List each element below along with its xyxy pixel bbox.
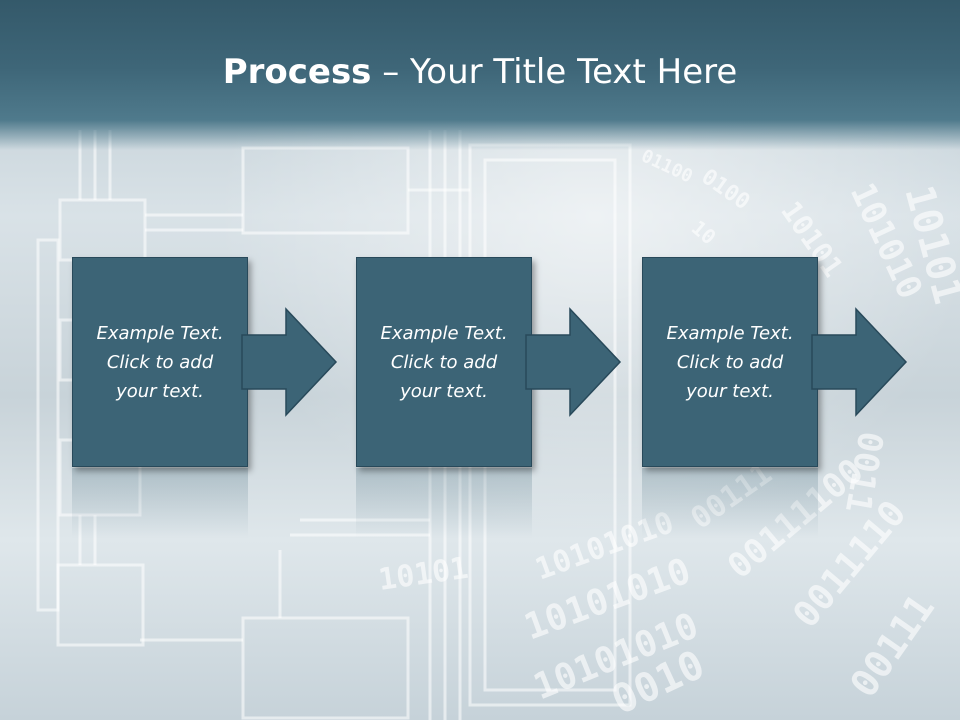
slide-title[interactable]: Process – Your Title Text Here xyxy=(0,52,960,92)
step-2-reflection xyxy=(356,468,532,538)
svg-text:00111: 00111 xyxy=(841,586,943,705)
step-3-reflection xyxy=(642,468,818,538)
svg-text:10: 10 xyxy=(687,215,721,249)
step-2-line-2: Click to add xyxy=(390,351,498,373)
process-step-1-box[interactable]: Example Text. Click to add your text. xyxy=(72,257,248,467)
process-step-3-box[interactable]: Example Text. Click to add your text. xyxy=(642,257,818,467)
title-rest-text: – Your Title Text Here xyxy=(371,52,738,92)
step-3-line-3: your text. xyxy=(686,380,774,402)
step-1-reflection xyxy=(72,468,248,538)
step-3-line-1: Example Text. xyxy=(666,322,794,344)
title-bar xyxy=(0,0,960,150)
step-2-line-1: Example Text. xyxy=(380,322,508,344)
step-1-arrow-icon xyxy=(241,307,338,417)
title-bold-text: Process xyxy=(222,52,372,92)
step-3-arrow-icon xyxy=(811,307,908,417)
step-1-line-2: Click to add xyxy=(106,351,214,373)
step-1-line-1: Example Text. xyxy=(96,322,224,344)
process-step-2-box[interactable]: Example Text. Click to add your text. xyxy=(356,257,532,467)
step-3-line-2: Click to add xyxy=(676,351,784,373)
step-2-line-3: your text. xyxy=(400,380,488,402)
step-2-arrow-icon xyxy=(525,307,622,417)
svg-text:01100: 01100 xyxy=(638,145,696,187)
svg-text:0100: 0100 xyxy=(697,164,755,215)
svg-text:10101: 10101 xyxy=(376,551,470,598)
step-1-line-3: your text. xyxy=(116,380,204,402)
